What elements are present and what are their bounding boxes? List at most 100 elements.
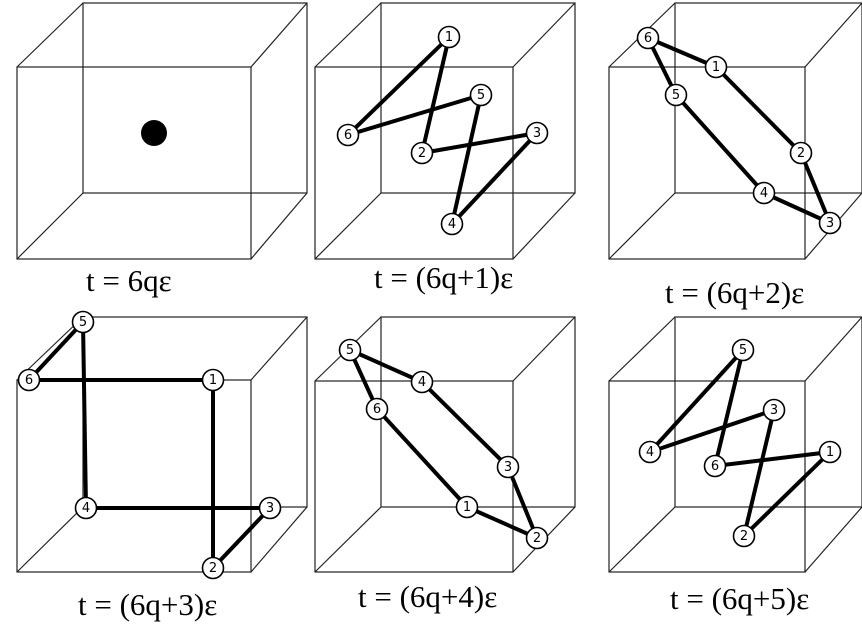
cube-front-face [16, 379, 252, 573]
particle-node-5: 5 [731, 338, 755, 362]
particle-node-1: 1 [455, 495, 479, 519]
bond-5-4 [674, 93, 766, 195]
particle-circle [818, 440, 842, 464]
particle-label: 6 [344, 128, 352, 143]
particle-label: 5 [672, 88, 680, 103]
bond-1-6 [346, 35, 451, 137]
particle-node-6: 6 [17, 368, 41, 392]
particle-circle [74, 496, 98, 520]
particle-label: 1 [826, 445, 834, 460]
particle-circle [440, 212, 464, 236]
particle-circle [437, 25, 461, 49]
particle-circle [201, 556, 225, 580]
bond-6-1 [646, 36, 718, 69]
cube-back-face [674, 316, 862, 508]
cube-edge [804, 316, 862, 382]
bond-2-3 [420, 131, 539, 155]
particle-circle [336, 123, 360, 147]
particle-node-1: 1 [437, 25, 461, 49]
bond-4-3 [420, 380, 510, 469]
particle-label: 3 [826, 216, 834, 231]
particle-circle [258, 496, 282, 520]
particle-node-2: 2 [789, 141, 813, 165]
cube-edge [250, 506, 308, 573]
particle-node-3: 3 [762, 398, 786, 422]
bond-3-2 [211, 506, 272, 570]
bond-5-4 [348, 348, 424, 384]
cube-back-face [380, 2, 576, 194]
cube-front-face [314, 66, 514, 260]
particle-label: 2 [740, 529, 748, 544]
cube-edge [314, 192, 382, 260]
particle-circle [365, 397, 389, 421]
bond-6-1 [375, 407, 469, 509]
particle-node-6: 6 [636, 26, 660, 50]
particle-node-5: 5 [338, 338, 362, 362]
cube-edge [804, 506, 862, 573]
particle-circle [704, 55, 728, 79]
particle-node-2: 2 [201, 556, 225, 580]
cube-edge [16, 192, 84, 260]
particle-node-3: 3 [818, 211, 842, 235]
bond-6-5 [27, 320, 85, 382]
particle-label: 4 [448, 217, 456, 232]
particle-label: 3 [504, 460, 512, 475]
particle-node-6: 6 [336, 123, 360, 147]
cube-back-face [82, 316, 308, 508]
particle-circle [455, 495, 479, 519]
cube-edge [314, 2, 382, 68]
particle-circle [664, 83, 688, 107]
cube-back-face [674, 2, 862, 194]
particle-node-5: 5 [71, 310, 95, 334]
bond-5-4 [450, 93, 483, 226]
caption-panel-4: t = (6q+3)ε [78, 587, 218, 622]
particle-label: 4 [418, 375, 426, 390]
particle-circle [525, 121, 549, 145]
particle-node-1: 1 [818, 440, 842, 464]
particle-label: 3 [266, 501, 274, 516]
caption-panel-1: t = 6qε [86, 263, 172, 298]
cube-wireframe-1 [16, 2, 308, 260]
particle-node-2: 2 [410, 141, 434, 165]
particle-circle [201, 368, 225, 392]
particle-label: 5 [79, 315, 87, 330]
particle-label: 2 [209, 561, 217, 576]
particle-circle [17, 368, 41, 392]
particle-ring-2: 1 5 6 2 3 4 [336, 25, 549, 236]
particle-circle [636, 26, 660, 50]
particle-label: 3 [533, 126, 541, 141]
particle-circle [703, 454, 727, 478]
particle-circle [638, 440, 662, 464]
cube-edge [250, 2, 308, 68]
cube-edge [804, 2, 862, 68]
bond-4-3 [648, 408, 776, 454]
particle-label: 1 [209, 373, 217, 388]
particle-circle [410, 141, 434, 165]
particle-node-4: 4 [638, 440, 662, 464]
particle-circle [789, 141, 813, 165]
particle-circle [818, 211, 842, 235]
bond-4-5 [648, 348, 745, 454]
cube-edge [608, 506, 676, 573]
cube-edge [314, 506, 382, 573]
particle-node-5: 5 [469, 83, 493, 107]
cube-edge [608, 192, 676, 260]
bond-2-3 [799, 151, 832, 225]
caption-panel-3: t = (6q+2)ε [665, 275, 805, 310]
caption-panel-2: t = (6q+1)ε [374, 260, 514, 295]
caption-panel-6: t = (6q+5)ε [670, 581, 810, 616]
particle-ring-1 [141, 120, 167, 146]
particle-label: 1 [712, 60, 720, 75]
cube-front-face [16, 66, 252, 260]
cube-wireframe-2 [314, 2, 576, 260]
particle-node-1: 1 [201, 368, 225, 392]
cube-edge [16, 506, 84, 573]
cube-edge [512, 192, 576, 260]
particle-node-1: 1 [704, 55, 728, 79]
cube-edge [608, 316, 676, 382]
particle-node-6: 6 [365, 397, 389, 421]
